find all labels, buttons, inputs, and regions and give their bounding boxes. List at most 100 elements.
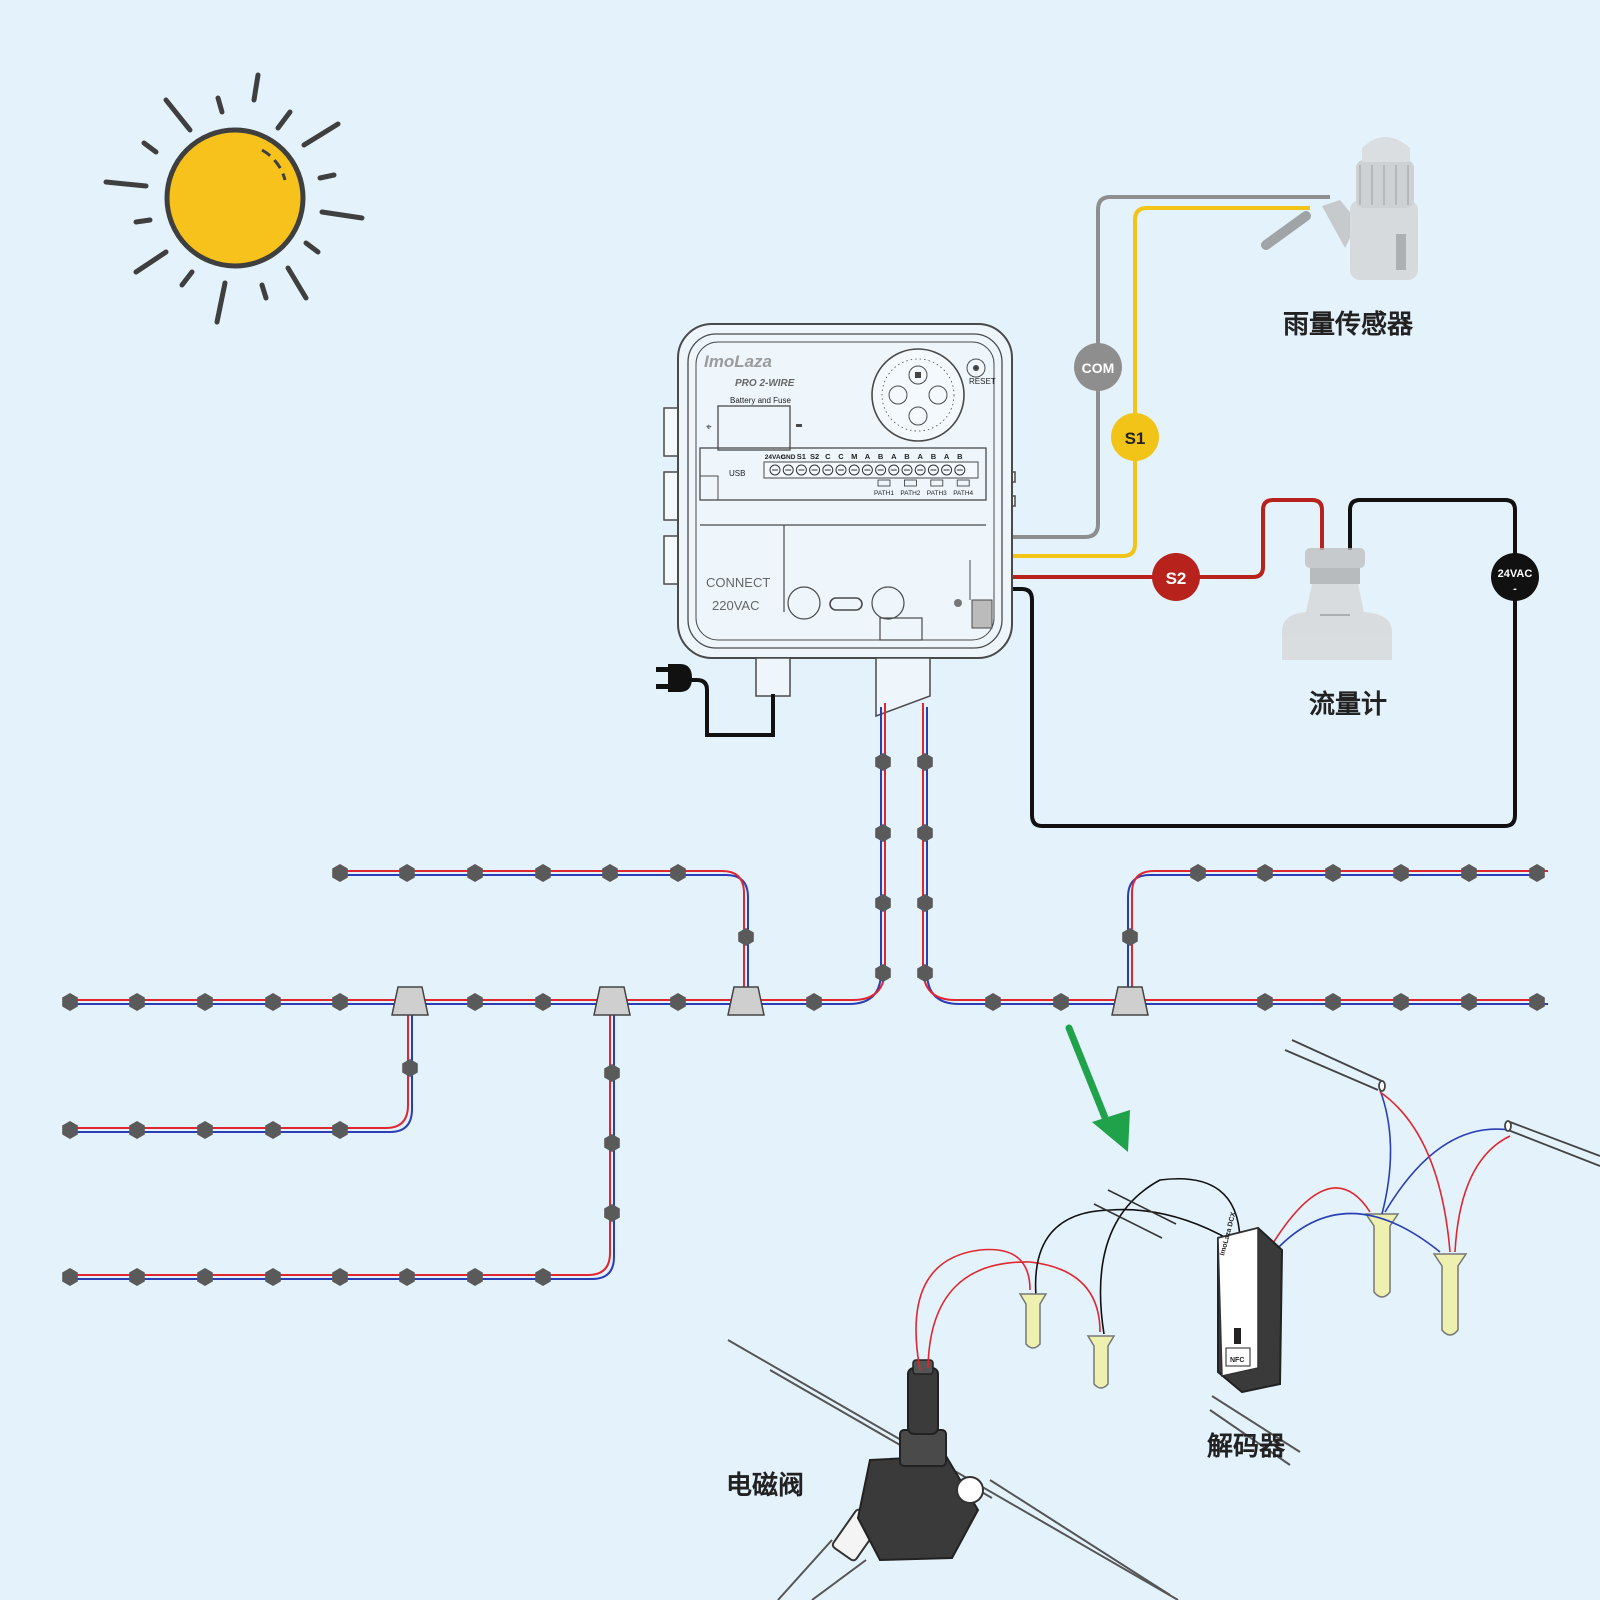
valve-pipes <box>727 1339 1301 1600</box>
reset-label: RESET <box>969 377 996 386</box>
terminal-label: B <box>904 452 910 461</box>
terminal-label: B <box>957 452 963 461</box>
cable-clip <box>62 1121 78 1139</box>
cable-clip <box>875 753 891 771</box>
s2-badge: S2 <box>1152 553 1200 601</box>
cable-clip <box>1190 864 1206 882</box>
cable-clip <box>332 864 348 882</box>
decoder-wires <box>1269 1089 1511 1253</box>
s1-badge-label: S1 <box>1125 429 1146 448</box>
decoder-nfc-label: NFC <box>1230 1357 1244 1364</box>
solenoid-valve-device <box>831 1359 984 1562</box>
cable-run <box>922 703 1548 1005</box>
cable-clip <box>1529 864 1545 882</box>
battery-fuse-label: Battery and Fuse <box>730 396 791 405</box>
cable-clip <box>62 1268 78 1286</box>
cable-clip <box>806 993 822 1011</box>
cable-clip <box>1461 864 1477 882</box>
cable-clip <box>197 1121 213 1139</box>
path-label: PATH3 <box>927 490 947 497</box>
cable-clip <box>670 993 686 1011</box>
terminal-label: 24VAC <box>765 454 786 461</box>
power-plug-icon <box>656 664 775 737</box>
cable-clip <box>399 864 415 882</box>
com-badge-label: COM <box>1082 360 1115 376</box>
cable-clip <box>917 894 933 912</box>
cable-clip <box>1529 993 1545 1011</box>
cable-clip <box>129 993 145 1011</box>
terminal-label: B <box>878 452 884 461</box>
reset-button[interactable] <box>966 358 986 378</box>
cable-clip <box>604 1064 620 1082</box>
brand-label: ImoLaza <box>704 352 772 371</box>
terminal-label: GND <box>781 454 796 461</box>
cable-clip <box>402 1059 418 1077</box>
cable-clip <box>1257 864 1273 882</box>
cable-run <box>68 703 886 1005</box>
terminal-label: M <box>851 452 857 461</box>
decoder-label: 解码器 <box>1207 1432 1286 1462</box>
cable-run <box>336 870 749 1004</box>
terminal-label: A <box>944 452 950 461</box>
cable-clip <box>1393 864 1409 882</box>
splice-connector <box>1111 986 1149 1016</box>
decoder-device: ImoLaza DCX NFC <box>1217 1211 1284 1394</box>
path-label: PATH4 <box>953 490 973 497</box>
cable-clip <box>332 993 348 1011</box>
wire-connectors <box>1018 1213 1468 1389</box>
vac-badge-sub: - <box>1513 583 1517 595</box>
model-label: PRO 2-WIRE <box>735 378 795 389</box>
cable-clip <box>399 1268 415 1286</box>
cable-run <box>68 1000 615 1280</box>
terminal-label: C <box>825 452 831 461</box>
voltage-label: 220VAC <box>712 598 759 613</box>
cable-clip <box>62 993 78 1011</box>
cable-clip <box>917 964 933 982</box>
cable-clip <box>604 1204 620 1222</box>
vac-badge: 24VAC - <box>1491 553 1539 601</box>
cable-clip <box>535 1268 551 1286</box>
terminal-label: B <box>931 452 937 461</box>
rain-sensor-label: 雨量传感器 <box>1283 310 1414 340</box>
path-labels: PATH1 PATH2 PATH3 PATH4 <box>874 479 974 497</box>
cable-clip <box>129 1121 145 1139</box>
cable-clip <box>875 894 891 912</box>
cable-clip <box>602 864 618 882</box>
cable-clip <box>265 1268 281 1286</box>
cable-clip <box>467 864 483 882</box>
cable-clip <box>1053 993 1069 1011</box>
cable-clip <box>1325 993 1341 1011</box>
cable-clip <box>535 993 551 1011</box>
cable-clip <box>265 1121 281 1139</box>
cable-clip <box>875 964 891 982</box>
control-dial[interactable] <box>871 348 965 442</box>
cable-clip <box>197 993 213 1011</box>
vac-badge-label: 24VAC <box>1498 568 1533 580</box>
path-label: PATH2 <box>900 490 920 497</box>
cable-clip <box>917 824 933 842</box>
terminal-label: S1 <box>797 452 806 461</box>
terminal-label: A <box>891 452 897 461</box>
controller-unit: ImoLaza PRO 2-WIRE Battery and Fuse ⌖ RE… <box>663 323 1016 718</box>
flow-meter-device <box>1282 548 1392 660</box>
cable-clip <box>332 1268 348 1286</box>
splice-connector <box>391 986 429 1016</box>
cable-run <box>68 1000 413 1133</box>
cable-clip <box>197 1268 213 1286</box>
path-label: PATH1 <box>874 490 894 497</box>
valve-wires <box>915 1178 1241 1371</box>
usb-label: USB <box>729 469 745 478</box>
connect-label: CONNECT <box>706 575 770 590</box>
screw-icon: ⌖ <box>706 422 712 433</box>
cable-clip <box>467 1268 483 1286</box>
down-arrow-icon <box>1065 1024 1130 1152</box>
cable-clip <box>1257 993 1273 1011</box>
s2-badge-label: S2 <box>1166 569 1187 588</box>
splice-connector <box>727 986 765 1016</box>
cable-clip <box>467 993 483 1011</box>
splice-connector <box>593 986 631 1016</box>
cable-clip <box>332 1121 348 1139</box>
terminal-label: C <box>838 452 844 461</box>
